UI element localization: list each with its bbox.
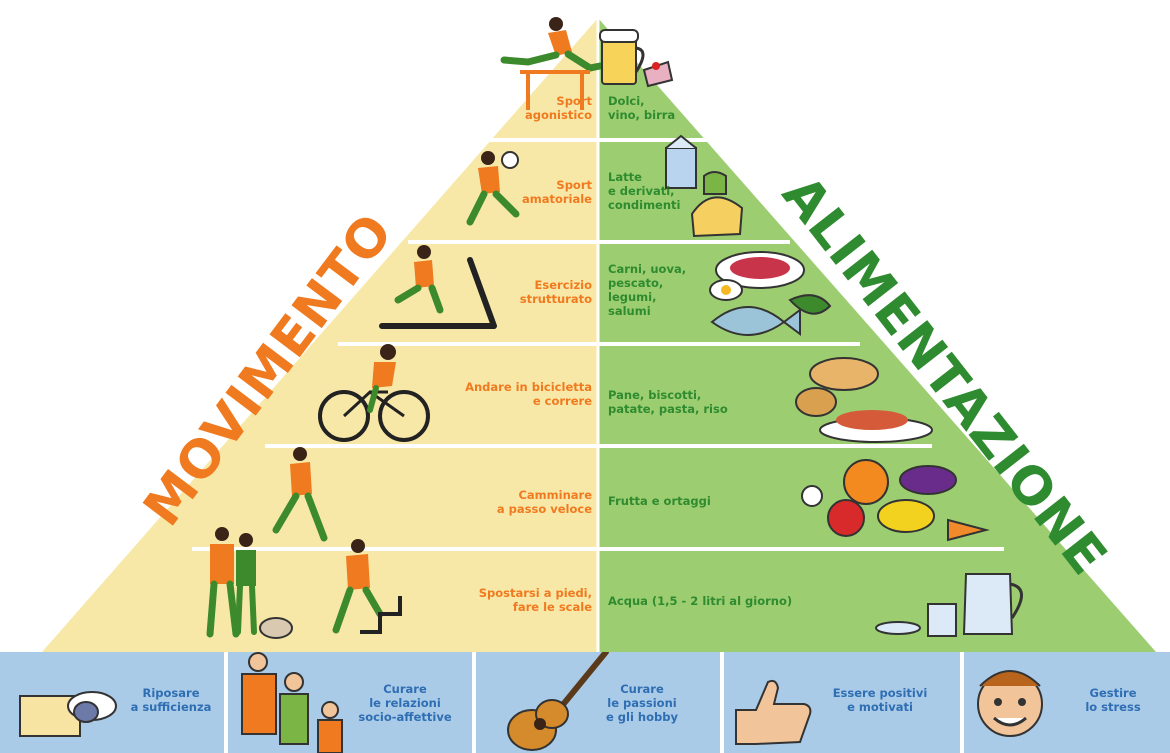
level-1-movement-label: Sport agonistico xyxy=(525,94,592,122)
level-3-food-line-3: legumi, xyxy=(608,290,657,304)
base-label-rest: Riposare a sufficienza xyxy=(116,686,226,714)
base-relations-line-2: le relazioni xyxy=(369,696,441,710)
wellbeing-base: Riposare a sufficienza Curare le relazio… xyxy=(0,652,1170,753)
base-hobbies-line-3: e gli hobby xyxy=(606,710,678,724)
base-positive-line-1: Essere positivi xyxy=(832,686,928,700)
cheese-icon xyxy=(690,171,744,238)
level-2-food-label: Latte e derivati, condimenti xyxy=(608,170,681,212)
level-3-movement-line-2: strutturato xyxy=(519,292,592,306)
soccer-player-icon xyxy=(466,151,520,226)
level-3-movement-line-1: Esercizio xyxy=(534,278,592,292)
level-6-movement-label: Spostarsi a piedi, fare le scale xyxy=(479,586,592,614)
cake-icon xyxy=(642,60,674,88)
base-relations-line-3: socio-affettive xyxy=(358,710,452,724)
family-icon xyxy=(241,652,343,753)
level-1-movement-line-1: Sport xyxy=(556,94,592,108)
cyclist-icon xyxy=(318,344,430,442)
base-relations-line-1: Curare xyxy=(383,682,427,696)
thumbs-up-icon xyxy=(735,679,812,745)
level-5-movement-line-1: Camminare xyxy=(518,488,592,502)
level-6-food-line-1: Acqua (1,5 - 2 litri al giorno) xyxy=(608,594,793,608)
bread-icon xyxy=(795,357,879,417)
level-4-movement-line-1: Andare in bicicletta xyxy=(465,380,592,394)
base-label-positive: Essere positivi e motivati xyxy=(820,686,940,714)
level-3-food-line-2: pescato, xyxy=(608,276,664,290)
beer-mug-icon xyxy=(599,29,645,85)
sleeping-person-icon xyxy=(19,691,117,737)
level-2-movement-label: Sport amatoriale xyxy=(522,178,592,206)
level-5-food-line-1: Frutta e ortaggi xyxy=(608,494,711,508)
dog-icon xyxy=(259,617,293,639)
level-2-food-line-2: e derivati, xyxy=(608,184,675,198)
base-hobbies-line-2: le passioni xyxy=(607,696,677,710)
base-label-relations: Curare le relazioni socio-affettive xyxy=(350,682,460,724)
level-2-movement-line-1: Sport xyxy=(556,178,592,192)
level-2-food-line-1: Latte xyxy=(608,170,642,184)
base-stress-line-2: lo stress xyxy=(1085,700,1141,714)
level-3-food-label: Carni, uova, pescato, legumi, salumi xyxy=(608,262,686,318)
meat-plate-icon xyxy=(715,251,805,289)
level-4-movement-line-2: e correre xyxy=(532,394,592,408)
level-1-movement-line-2: agonistico xyxy=(524,108,592,122)
pyramid-movement-half xyxy=(42,18,598,652)
level-5-movement-label: Camminare a passo veloce xyxy=(497,488,592,516)
base-label-hobbies: Curare le passioni e gli hobby xyxy=(592,682,692,724)
egg-icon xyxy=(709,279,743,301)
base-rest-line-1: Riposare xyxy=(142,686,200,700)
stairs-climber-icon xyxy=(332,539,402,634)
fruit-icon xyxy=(801,459,990,542)
pasta-dish-icon xyxy=(819,410,933,443)
fish-icon xyxy=(710,306,801,336)
milk-carton-icon xyxy=(665,134,697,189)
level-1-food-line-2: vino, birra xyxy=(608,108,676,122)
level-2-food-line-3: condimenti xyxy=(608,198,681,212)
family-walking-icon xyxy=(206,527,257,638)
level-3-food-line-1: Carni, uova, xyxy=(608,262,687,276)
level-3-movement-label: Esercizio strutturato xyxy=(520,278,592,306)
base-hobbies-line-1: Curare xyxy=(620,682,664,696)
hurdler-icon xyxy=(500,17,604,110)
level-5-food-label: Frutta e ortaggi xyxy=(608,494,711,508)
base-label-stress: Gestire lo stress xyxy=(1068,686,1158,714)
water-jug-icon xyxy=(875,573,1023,637)
level-6-movement-line-1: Spostarsi a piedi, xyxy=(478,586,592,600)
level-2-movement-line-2: amatoriale xyxy=(521,192,592,206)
pyramid-food-half xyxy=(598,18,1156,652)
base-positive-line-2: e motivati xyxy=(847,700,913,714)
smiling-face-icon xyxy=(977,670,1043,737)
level-4-food-line-1: Pane, biscotti, xyxy=(608,388,702,402)
level-4-food-label: Pane, biscotti, patate, pasta, riso xyxy=(608,388,728,416)
base-rest-line-2: a sufficienza xyxy=(130,700,212,714)
level-1-food-label: Dolci, vino, birra xyxy=(608,94,675,122)
level-6-food-label: Acqua (1,5 - 2 litri al giorno) xyxy=(608,594,792,608)
walker-icon xyxy=(272,447,328,542)
level-3-food-line-4: salumi xyxy=(608,304,651,318)
level-1-food-line-1: Dolci, xyxy=(608,94,645,108)
vegetables-icon xyxy=(788,294,832,315)
base-icons xyxy=(19,652,1043,753)
guitar-icon xyxy=(507,652,609,751)
level-5-movement-line-2: a passo veloce xyxy=(496,502,592,516)
level-4-food-line-2: patate, pasta, riso xyxy=(608,402,728,416)
level-6-movement-line-2: fare le scale xyxy=(512,600,592,614)
treadmill-runner-icon xyxy=(379,245,497,329)
level-4-movement-label: Andare in bicicletta e correre xyxy=(465,380,592,408)
base-stress-line-1: Gestire xyxy=(1089,686,1137,700)
